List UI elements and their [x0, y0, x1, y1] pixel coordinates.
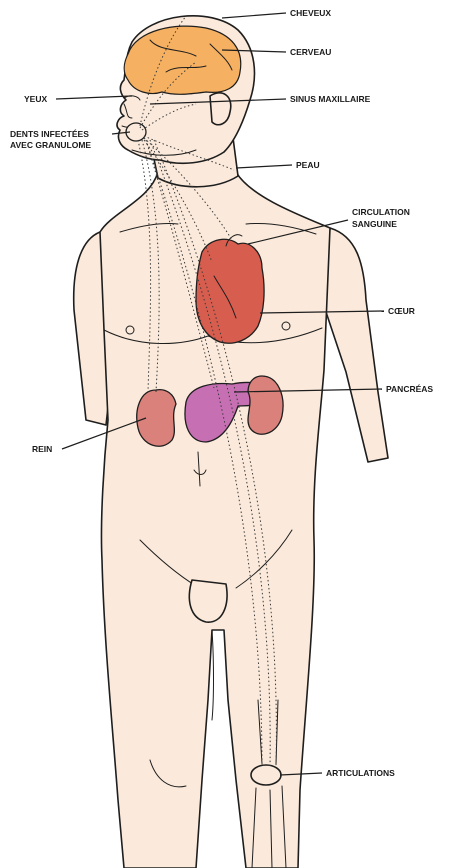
leader-yeux — [56, 96, 132, 99]
kidney-left — [137, 390, 176, 447]
right-arm — [322, 228, 388, 462]
label-sinus-maxillaire: SINUS MAXILLAIRE — [290, 94, 371, 104]
heart — [196, 239, 264, 343]
label-cerveau: CERVEAU — [290, 47, 331, 57]
human-body — [74, 16, 388, 868]
ear — [210, 93, 231, 125]
leg-divide — [212, 630, 214, 720]
knee-joint — [251, 765, 281, 785]
label-dents-line2: AVEC GRANULOME — [10, 140, 91, 150]
leader-cheveux — [222, 13, 286, 18]
label-rein: REIN — [32, 444, 52, 454]
label-pancreas: PANCRÉAS — [386, 384, 433, 394]
label-dents-line1: DENTS INFECTÉES — [10, 129, 89, 139]
genitals — [189, 580, 227, 622]
leader-peau — [236, 165, 292, 168]
label-peau: PEAU — [296, 160, 320, 170]
label-coeur: CŒUR — [388, 306, 415, 316]
label-yeux: YEUX — [24, 94, 47, 104]
label-circulation-line1: CIRCULATION — [352, 207, 410, 217]
kidney-right — [248, 376, 283, 434]
label-cheveux: CHEVEUX — [290, 8, 331, 18]
label-circulation-line2: SANGUINE — [352, 219, 397, 229]
label-articulations: ARTICULATIONS — [326, 768, 395, 778]
